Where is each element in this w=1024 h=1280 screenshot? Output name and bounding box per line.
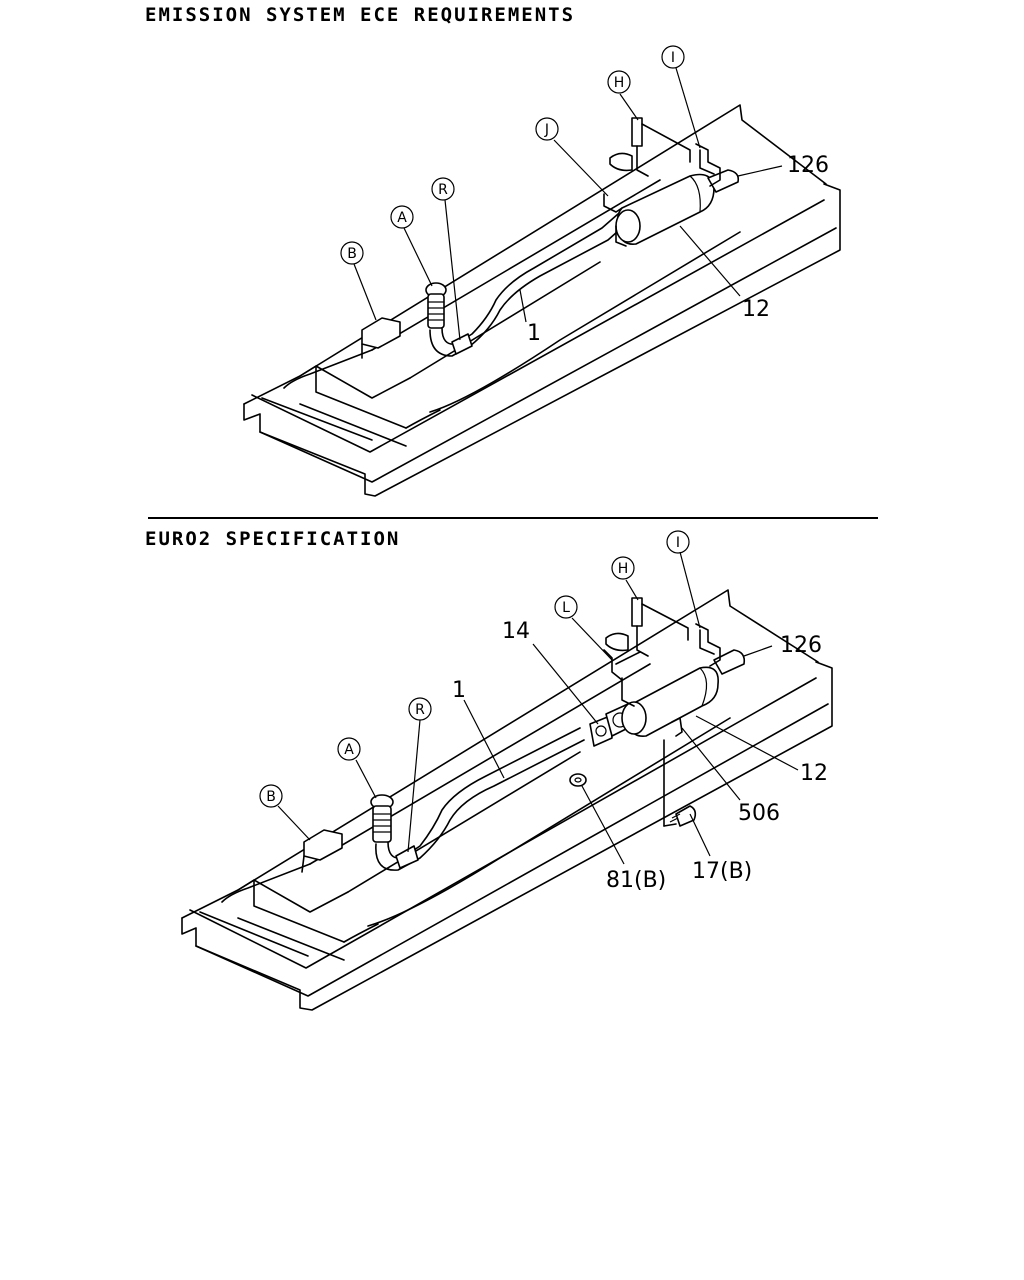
muffler	[621, 666, 719, 737]
hanger-bracket-j	[603, 193, 627, 247]
callout-b: B	[340, 241, 364, 265]
part-number-17b: 17(B)	[692, 859, 752, 884]
flex-joint	[425, 282, 447, 329]
svg-text:I: I	[676, 535, 680, 551]
leader-lines	[277, 551, 799, 865]
gasket-flange	[589, 715, 613, 747]
part-number-126: 126	[780, 633, 822, 658]
callout-r: R	[408, 697, 432, 721]
callout-i: I	[666, 530, 690, 554]
hanger-i	[695, 143, 721, 187]
svg-text:H: H	[618, 561, 629, 577]
leader-lines	[353, 67, 783, 341]
hanger-h	[605, 597, 689, 657]
svg-text:B: B	[266, 789, 276, 805]
svg-text:H: H	[614, 75, 625, 91]
muffler	[615, 173, 715, 245]
part-number-12: 12	[742, 297, 770, 322]
ece-diagram: B A R J H I 126 12 1	[243, 45, 841, 497]
callout-h: H	[607, 70, 631, 94]
callout-i: I	[661, 45, 685, 69]
callout-j: J	[535, 117, 559, 141]
hanger-l	[603, 649, 641, 681]
exhaust-pipe	[375, 739, 585, 871]
euro2-diagram: B A R L H I 126 14 1 12 506 81(B) 17(B)	[181, 530, 833, 1011]
svg-text:I: I	[671, 50, 675, 66]
frame-rail	[181, 589, 833, 1011]
tail-pipe	[707, 169, 740, 193]
hanger-bracket-b	[361, 317, 401, 349]
part-number-14: 14	[502, 619, 530, 644]
part-number-506: 506	[738, 801, 780, 826]
callout-b: B	[259, 784, 283, 808]
bolt	[663, 739, 697, 827]
frame-rail	[243, 104, 841, 497]
svg-text:L: L	[562, 600, 570, 616]
bracket	[621, 677, 683, 737]
part-number-1: 1	[527, 321, 541, 346]
section-title-ece: EMISSION SYSTEM ECE REQUIREMENTS	[145, 4, 576, 26]
part-number-81b: 81(B)	[606, 868, 666, 893]
svg-text:B: B	[347, 246, 357, 262]
nut	[569, 773, 587, 787]
tail-pipe	[713, 649, 746, 675]
callout-l: L	[554, 595, 578, 619]
clamp-r	[451, 333, 473, 355]
part-number-126: 126	[787, 153, 829, 178]
clamp-r	[395, 845, 419, 869]
section-title-euro2: EURO2 SPECIFICATION	[145, 528, 401, 550]
svg-text:A: A	[344, 742, 354, 758]
part-number-12: 12	[800, 761, 828, 786]
callout-r: R	[431, 177, 455, 201]
hanger-bracket-b	[303, 829, 343, 861]
svg-text:R: R	[438, 182, 448, 198]
svg-text:A: A	[397, 210, 407, 226]
hanger-i	[695, 623, 721, 667]
hanger-h	[609, 117, 691, 177]
svg-text:J: J	[544, 122, 549, 138]
callout-h: H	[611, 556, 635, 580]
svg-text:R: R	[415, 702, 425, 718]
part-number-1: 1	[452, 678, 466, 703]
exhaust-pipe	[429, 223, 627, 357]
flex-joint	[370, 794, 394, 843]
callout-a: A	[390, 205, 414, 229]
callout-a: A	[337, 737, 361, 761]
